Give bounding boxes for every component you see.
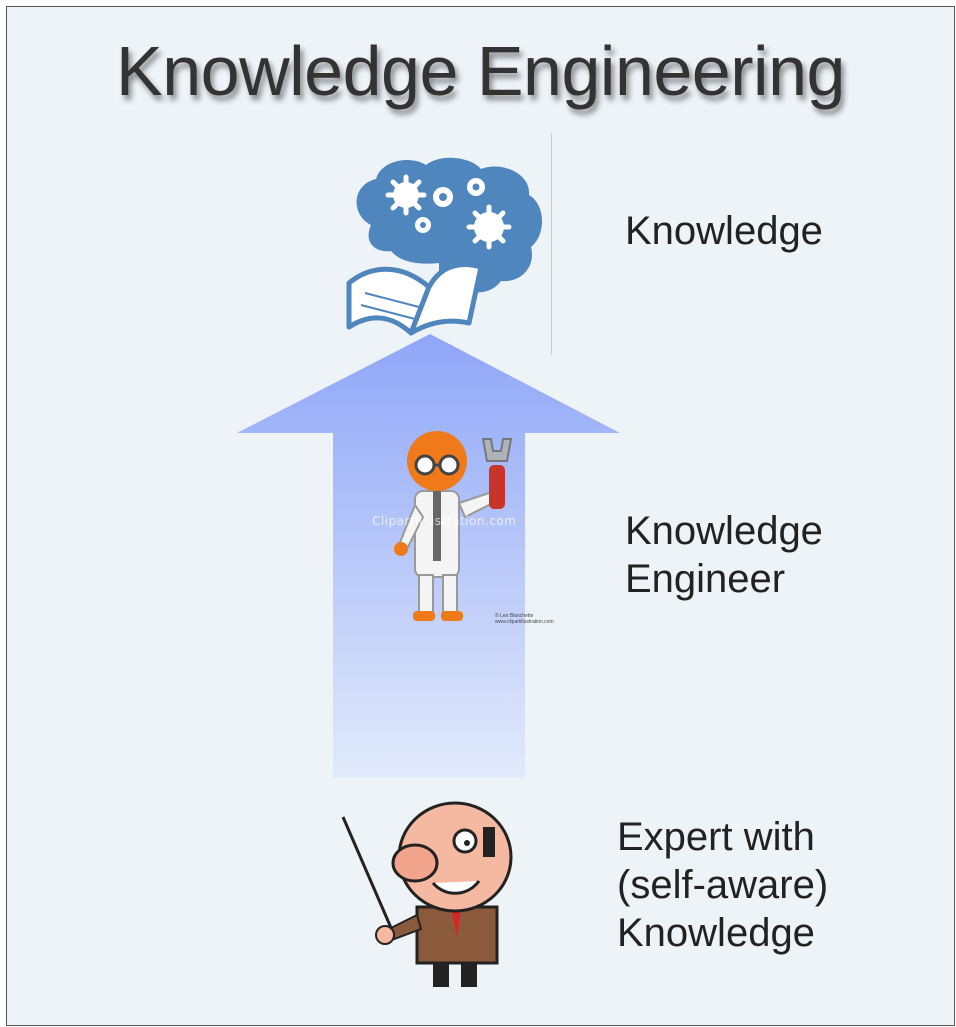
label-knowledge-engineer: Knowledge Engineer (625, 509, 823, 601)
label-knowledge: Knowledge (625, 209, 823, 253)
vertical-divider (551, 133, 552, 355)
professor-pointer-icon (341, 801, 513, 987)
brain-gears-book-icon (346, 157, 543, 336)
slide-title: Knowledge Engineering (116, 32, 845, 110)
credit-text: © Leo Blanchette www.clipartillustration… (495, 613, 554, 625)
watermark-text: Clipartillustration.com (372, 514, 517, 528)
slide: Knowledge Engineering (6, 6, 955, 1026)
label-expert: Expert with (self-aware) Knowledge (617, 815, 829, 955)
engineer-robot-icon (394, 431, 513, 621)
